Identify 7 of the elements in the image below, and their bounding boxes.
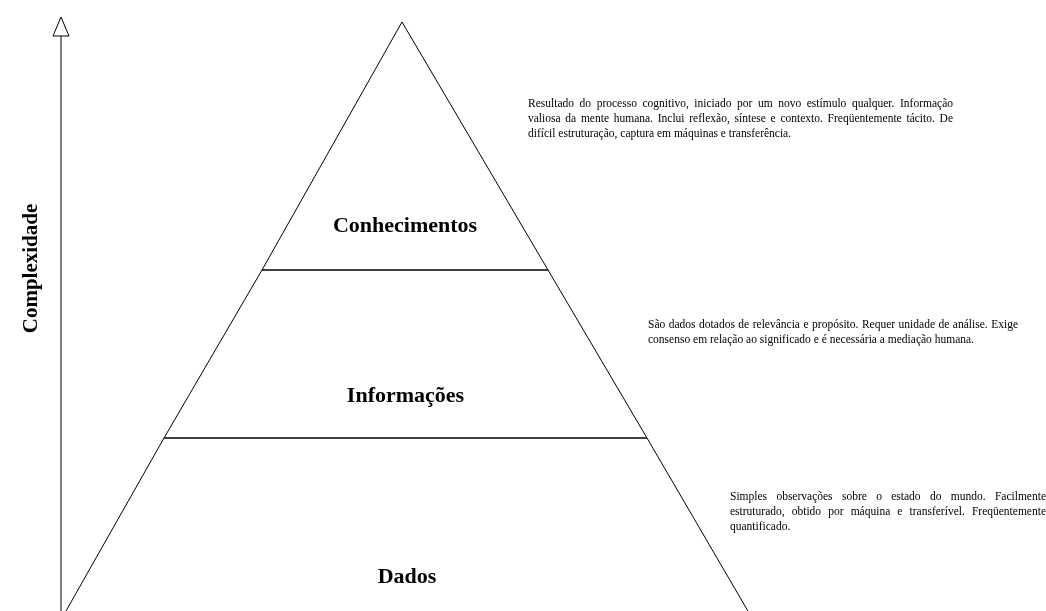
- level-title: Informações: [346, 382, 465, 408]
- level-description: Resultado do processo cognitivo, iniciado por um novo estímulo qualquer. Informação valiosa da mente humana. Inclui reflexão, síntese e contexto. Freqüentemente tácito. De difícil estruturação, captura em máquinas e transferência.: [528, 96, 953, 141]
- level-description: Simples observações sobre o estado do mundo. Facilmente estruturado, obtido por máquina e transferível. Freqüentemente quantificado.: [730, 489, 1046, 534]
- axis-label: Complexidade: [18, 203, 44, 333]
- level-title: Conhecimentos: [332, 212, 478, 238]
- level-title: Dados: [377, 563, 437, 589]
- level-description: São dados dotados de relevância e propósito. Requer unidade de análise. Exige consenso em relação ao significado e é necessária a mediação humana.: [648, 317, 1018, 347]
